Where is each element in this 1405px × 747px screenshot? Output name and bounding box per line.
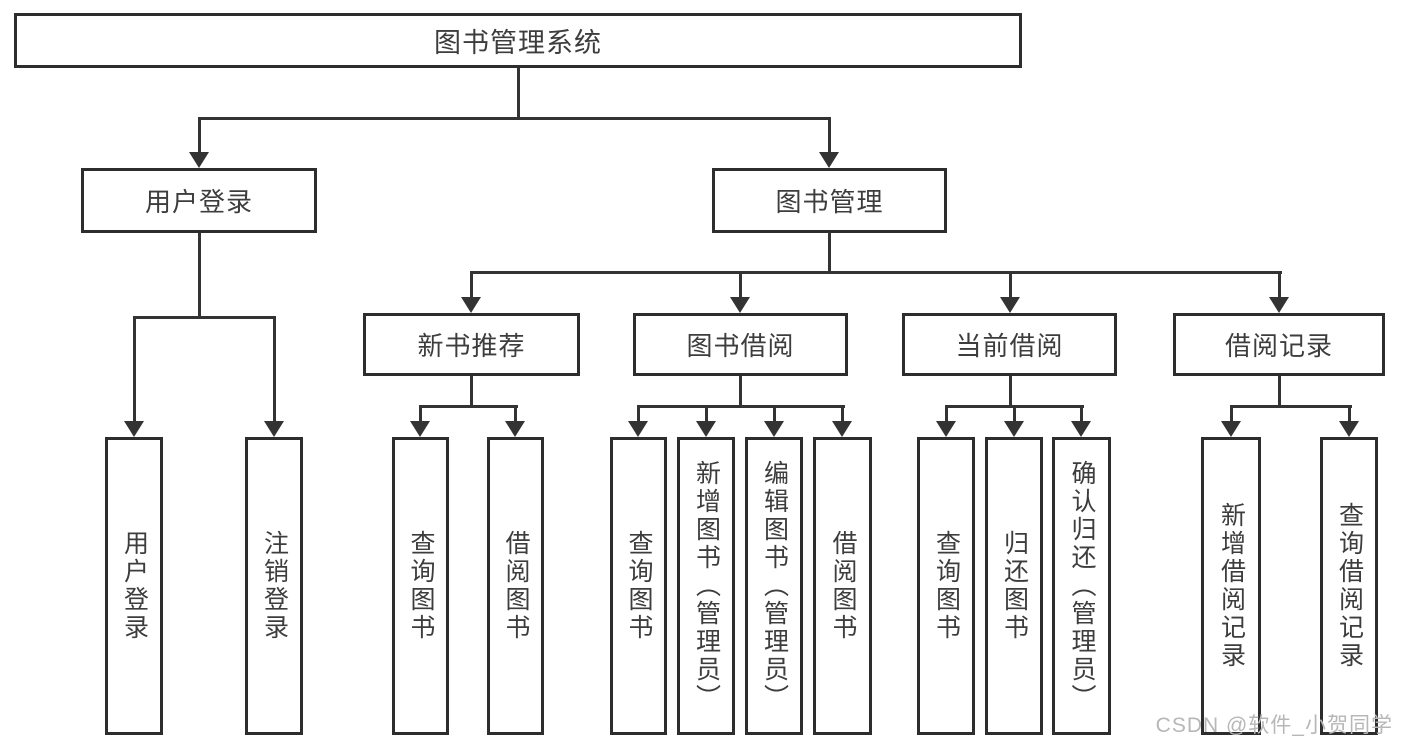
leaf-logout-label: 注销登录	[260, 530, 289, 642]
leaf-borrow-books-recommend-label: 借阅图书	[502, 530, 530, 642]
connector-leaf-stem	[1230, 405, 1233, 422]
leaf-user-login-label: 用户登录	[120, 530, 149, 642]
leaf-query-books-borrow: 查询图书	[610, 437, 667, 735]
arrowhead-down-icon	[819, 152, 839, 168]
leaf-query-books-recommend-label: 查询图书	[407, 530, 435, 642]
arrowhead-down-icon	[1269, 297, 1289, 313]
arrowhead-down-icon	[1221, 421, 1241, 437]
connector-to-user-login	[198, 117, 201, 153]
node-root-label: 图书管理系统	[434, 28, 602, 58]
connector-leaf-stem	[841, 405, 844, 422]
connector-leaf-stem	[637, 405, 640, 422]
leaf-query-books-recommend: 查询图书	[392, 437, 449, 735]
leaf-query-books-current-label: 查询图书	[932, 530, 961, 642]
connector-to-current-borrow	[1009, 271, 1012, 298]
leaf-query-books-borrow-label: 查询图书	[625, 530, 653, 642]
leaf-user-login: 用户登录	[105, 437, 163, 735]
leaf-return-books-label: 归还图书	[1000, 530, 1029, 642]
connector-new-book-stem	[470, 376, 473, 407]
connector-root-stem	[517, 68, 520, 118]
csdn-watermark: CSDN @软件_小贺同学	[1155, 714, 1393, 737]
arrowhead-down-icon	[628, 421, 648, 437]
leaf-confirm-return-admin-label: 确认归还（管理员）	[1068, 460, 1096, 712]
arrowhead-down-icon	[461, 297, 481, 313]
connector-book-mgmt-branch	[470, 271, 1282, 274]
node-new-book-recommend: 新书推荐	[363, 313, 580, 376]
leaf-add-borrow-record: 新增借阅记录	[1201, 437, 1261, 735]
node-user-login: 用户登录	[81, 168, 317, 233]
arrowhead-down-icon	[505, 421, 525, 437]
leaf-logout: 注销登录	[245, 437, 303, 735]
arrowhead-down-icon	[764, 421, 784, 437]
arrowhead-down-icon	[696, 421, 716, 437]
arrowhead-down-icon	[1339, 421, 1359, 437]
node-root: 图书管理系统	[14, 13, 1022, 68]
arrowhead-down-icon	[832, 421, 852, 437]
connector-leaf-stem	[1348, 405, 1351, 422]
connector-to-book-borrow	[739, 271, 742, 298]
arrowhead-down-icon	[1000, 297, 1020, 313]
arrowhead-down-icon	[730, 297, 750, 313]
node-current-borrow: 当前借阅	[902, 313, 1117, 376]
leaf-confirm-return-admin: 确认归还（管理员）	[1052, 437, 1111, 735]
arrowhead-down-icon	[264, 421, 284, 437]
connector-to-leaf-logout	[273, 316, 276, 422]
node-borrow-records-label: 借阅记录	[1224, 331, 1333, 361]
connector-leaf-stem	[514, 405, 517, 422]
connector-leaf-stem	[705, 405, 708, 422]
connector-current-borrow-stem	[1009, 376, 1012, 407]
arrowhead-down-icon	[410, 421, 430, 437]
connector-to-new-book	[470, 271, 473, 298]
node-new-book-recommend-label: 新书推荐	[417, 331, 526, 361]
connector-book-borrow-stem	[739, 376, 742, 407]
leaf-borrow-books-recommend: 借阅图书	[487, 437, 544, 735]
connector-leaf-stem	[1080, 405, 1083, 422]
node-book-management-label: 图书管理	[775, 187, 884, 217]
connector-leaf-stem	[1013, 405, 1016, 422]
leaf-return-books: 归还图书	[985, 437, 1043, 735]
leaf-borrow-books: 借阅图书	[813, 437, 872, 735]
arrowhead-down-icon	[936, 421, 956, 437]
connector-user-login-stem	[198, 233, 201, 317]
connector-to-borrow-record	[1278, 271, 1281, 298]
connector-book-borrow-branch	[637, 405, 845, 408]
connector-borrow-record-stem	[1278, 376, 1281, 407]
connector-leaf-stem	[773, 405, 776, 422]
arrowhead-down-icon	[1071, 421, 1091, 437]
connector-leaf-stem	[419, 405, 422, 422]
node-current-borrow-label: 当前借阅	[955, 331, 1064, 361]
connector-leaf-stem	[945, 405, 948, 422]
leaf-query-borrow-record-label: 查询借阅记录	[1335, 502, 1364, 670]
leaf-query-borrow-record: 查询借阅记录	[1320, 437, 1378, 735]
connector-borrow-record-branch	[1230, 405, 1352, 408]
arrowhead-down-icon	[124, 421, 144, 437]
node-book-borrow-label: 图书借阅	[686, 331, 795, 361]
leaf-query-books-current: 查询图书	[917, 437, 975, 735]
leaf-edit-book-admin-label: 编辑图书（管理员）	[760, 460, 789, 712]
node-borrow-records: 借阅记录	[1173, 313, 1385, 376]
arrowhead-down-icon	[189, 152, 209, 168]
connector-user-login-branch	[133, 316, 276, 319]
leaf-add-book-admin: 新增图书（管理员）	[677, 437, 735, 735]
leaf-edit-book-admin: 编辑图书（管理员）	[745, 437, 803, 735]
node-book-management: 图书管理	[712, 168, 947, 233]
connector-book-mgmt-stem	[828, 232, 831, 273]
connector-to-leaf-login	[133, 316, 136, 422]
connector-to-book-mgmt	[828, 117, 831, 153]
leaf-borrow-books-label: 借阅图书	[829, 530, 857, 642]
leaf-add-book-admin-label: 新增图书（管理员）	[692, 460, 721, 712]
connector-new-book-branch	[419, 405, 518, 408]
leaf-add-borrow-record-label: 新增借阅记录	[1217, 502, 1246, 670]
node-user-login-label: 用户登录	[144, 187, 253, 217]
node-book-borrow: 图书借阅	[633, 313, 848, 376]
arrowhead-down-icon	[1004, 421, 1024, 437]
connector-root-branch	[198, 117, 831, 120]
